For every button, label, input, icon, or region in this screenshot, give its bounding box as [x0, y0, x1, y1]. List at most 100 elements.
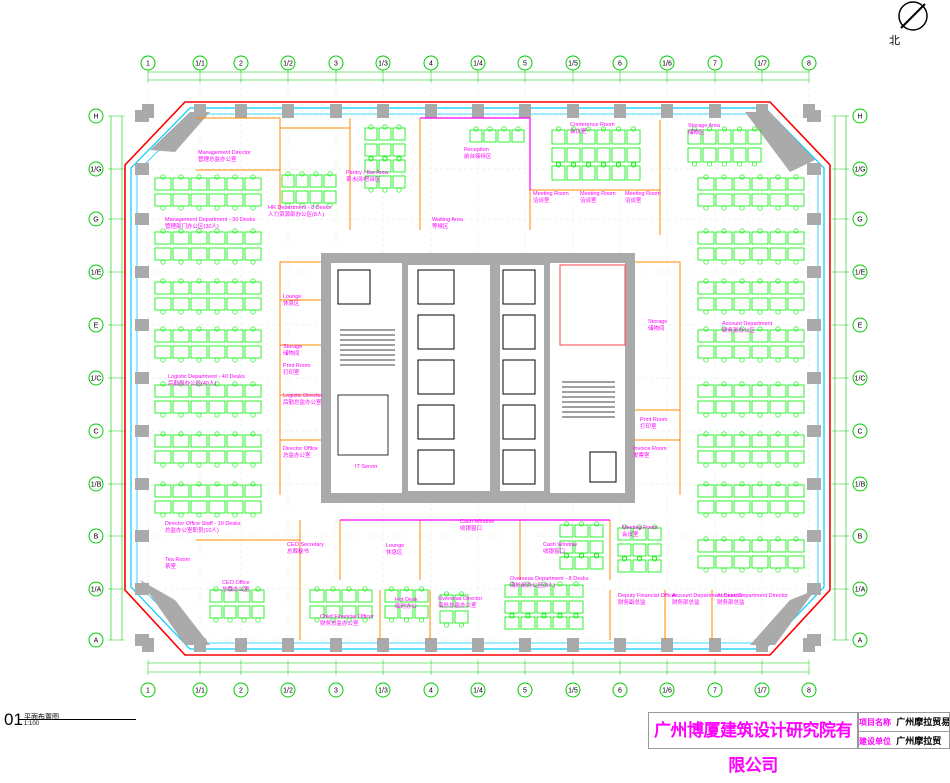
grid-bubble-circle: [192, 682, 208, 698]
desk: [589, 540, 604, 554]
grid-bubble-label: 1/4: [473, 61, 483, 68]
grid-bubble-label: H: [857, 114, 862, 121]
desk: [626, 147, 641, 163]
desk: [787, 297, 805, 311]
elevator-shaft: [417, 359, 455, 395]
structural-column: [807, 213, 821, 225]
chair: [775, 309, 781, 315]
chair: [178, 431, 184, 437]
chair: [473, 126, 479, 132]
desk: [154, 281, 172, 295]
desk: [717, 129, 732, 145]
room-name-cn: 收银窗口: [543, 547, 565, 555]
room-name: Pantry / Bar Area: [346, 170, 389, 176]
elevator-bank-left: [402, 259, 496, 497]
workstation-cluster: [154, 174, 262, 211]
chair: [593, 521, 599, 527]
grid-bubble-circle: [192, 55, 208, 71]
desk: [751, 484, 769, 498]
chair: [775, 278, 781, 284]
room-name: Waiting Area: [432, 217, 464, 223]
workstation-cluster: [697, 431, 805, 468]
grid-bubble-row-E: E: [852, 317, 868, 333]
room-name-cn: 休息区: [283, 299, 300, 307]
grid-bubble-label: 6: [618, 61, 622, 68]
desk: [626, 165, 641, 181]
chair: [250, 309, 256, 315]
desk: [551, 129, 566, 145]
desk: [208, 384, 226, 398]
desk: [244, 281, 262, 295]
chair: [721, 357, 727, 363]
chair: [757, 536, 763, 542]
desk: [787, 384, 805, 398]
desk: [769, 400, 787, 414]
desk: [697, 297, 715, 311]
desk: [172, 193, 190, 207]
chair: [739, 412, 745, 418]
grid-bubble-circle: [852, 632, 868, 648]
desk: [154, 400, 172, 414]
chair: [736, 126, 742, 132]
chair: [721, 205, 727, 211]
chair: [555, 162, 561, 168]
desk: [769, 539, 787, 553]
chair: [418, 617, 424, 623]
room-name-cn: 收银窗口: [460, 524, 482, 532]
chair: [703, 228, 709, 234]
grid-bubble-circle: [233, 682, 249, 698]
room-name-cn: 总监办公室职员(10人): [165, 526, 219, 534]
chair: [615, 162, 621, 168]
grid-bubble-row-G: G: [852, 211, 868, 227]
desk: [244, 329, 262, 343]
chair: [214, 228, 220, 234]
workstation-cluster: [697, 326, 805, 363]
chair: [227, 617, 233, 623]
chair: [585, 126, 591, 132]
chair: [757, 567, 763, 573]
desk: [697, 177, 715, 191]
structural-column: [472, 638, 484, 652]
grid-bubble-circle: [754, 682, 770, 698]
desk: [733, 297, 751, 311]
chair: [241, 586, 247, 592]
room-name-cn: 总监办公室: [283, 451, 311, 459]
chair: [757, 205, 763, 211]
desk: [769, 193, 787, 207]
desk: [226, 484, 244, 498]
desk: [697, 345, 715, 359]
corner-column: [745, 112, 815, 172]
desk: [392, 159, 406, 173]
desk: [769, 231, 787, 245]
desk: [154, 193, 172, 207]
grid-bubble-col-1-5: 1/5: [565, 682, 581, 698]
chair: [232, 357, 238, 363]
structural-column: [377, 638, 389, 652]
desk: [208, 345, 226, 359]
grid-bubble-row-A: A: [852, 632, 868, 648]
desk: [172, 297, 190, 311]
desk: [715, 500, 733, 514]
grid-bubble-label: G: [93, 217, 98, 224]
chair: [160, 481, 166, 487]
desk: [632, 543, 647, 557]
chair: [250, 462, 256, 468]
chair: [573, 612, 579, 618]
desk: [226, 384, 244, 398]
desk: [154, 231, 172, 245]
chair: [703, 278, 709, 284]
chair: [285, 202, 291, 208]
grid-bubble-label: 1: [146, 688, 150, 695]
chair: [299, 171, 305, 177]
elevator-shaft: [502, 404, 536, 440]
grid-bubble-circle: [88, 476, 104, 492]
chair: [751, 126, 757, 132]
chair: [196, 205, 202, 211]
desk: [208, 297, 226, 311]
chair: [232, 462, 238, 468]
chair: [703, 259, 709, 265]
chair: [346, 586, 352, 592]
desk: [769, 450, 787, 464]
